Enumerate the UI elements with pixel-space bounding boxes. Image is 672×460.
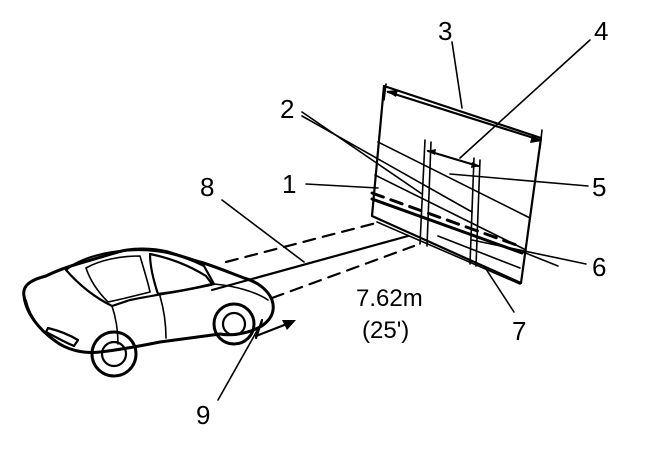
distance-imperial-label: (25'): [362, 317, 409, 344]
callout-3: 3: [438, 16, 452, 46]
door-line: [159, 295, 167, 339]
callout-9: 9: [196, 400, 210, 430]
callout-2: 2: [280, 94, 294, 124]
car-body: [22, 247, 275, 354]
leader-8: [221, 199, 305, 263]
callout-labels: 1 2 3 4 5 6 7 8 9: [196, 16, 608, 430]
hood-crease: [213, 283, 269, 301]
taillight: [44, 326, 80, 348]
screen-line-extension: [522, 251, 559, 267]
leader-lines: [217, 39, 591, 401]
callout-8: 8: [200, 172, 214, 202]
leader-5: [449, 173, 589, 187]
arrowhead-right: [471, 162, 480, 168]
arrowhead-right: [530, 135, 542, 143]
callout-4: 4: [594, 16, 608, 46]
floor-line: [376, 221, 521, 285]
leader-7: [483, 265, 515, 313]
screen-horizontal-line: [377, 141, 531, 219]
lower-projection-line: [270, 244, 416, 300]
aiming-screen: [370, 84, 559, 285]
leader-2a: [301, 111, 423, 195]
leader-9: [217, 321, 263, 401]
upper-projection-line: [224, 220, 382, 264]
leader-2b: [301, 115, 473, 213]
dimension-line: [426, 149, 480, 168]
windshield: [148, 252, 214, 296]
screen-horizontal-line: [374, 174, 527, 251]
arrow-head: [282, 320, 296, 330]
callout-1: 1: [282, 169, 296, 199]
arrowhead-left: [386, 90, 398, 97]
front-wheel: [212, 302, 256, 346]
headlamp-centerline-solid: [370, 197, 524, 255]
width-dimension: [383, 83, 543, 149]
callout-5: 5: [592, 172, 606, 202]
screen-vertical-line: [475, 159, 481, 267]
door-line: [111, 305, 119, 345]
rear-wheel-hub: [100, 340, 128, 368]
screen-lower-line: [437, 235, 521, 269]
arrowhead-left: [427, 149, 436, 155]
front-wheel-hub: [221, 311, 247, 337]
lamp-spacing-dimension: [426, 149, 480, 168]
leader-6: [471, 239, 587, 265]
distance-metric-label: 7.62m: [356, 285, 423, 312]
screen-vertical-line: [419, 139, 426, 245]
callout-6: 6: [592, 252, 606, 282]
screen-vertical-line: [426, 141, 432, 247]
side-window: [85, 255, 151, 303]
leader-4: [459, 39, 591, 159]
dimension-line: [386, 90, 542, 142]
headlamp-centerline: [370, 191, 524, 249]
car: [22, 247, 275, 378]
rear-wheel: [90, 330, 138, 378]
rear-bumper-line: [25, 299, 63, 347]
center-projection-line: [210, 234, 410, 292]
leader-3: [451, 41, 463, 109]
dimension-tick: [383, 83, 387, 101]
projection-lines: [210, 220, 416, 300]
leader-1: [305, 183, 379, 189]
dimension-tick: [539, 129, 543, 149]
screen-frame: [370, 84, 543, 285]
callout-7: 7: [512, 316, 526, 346]
